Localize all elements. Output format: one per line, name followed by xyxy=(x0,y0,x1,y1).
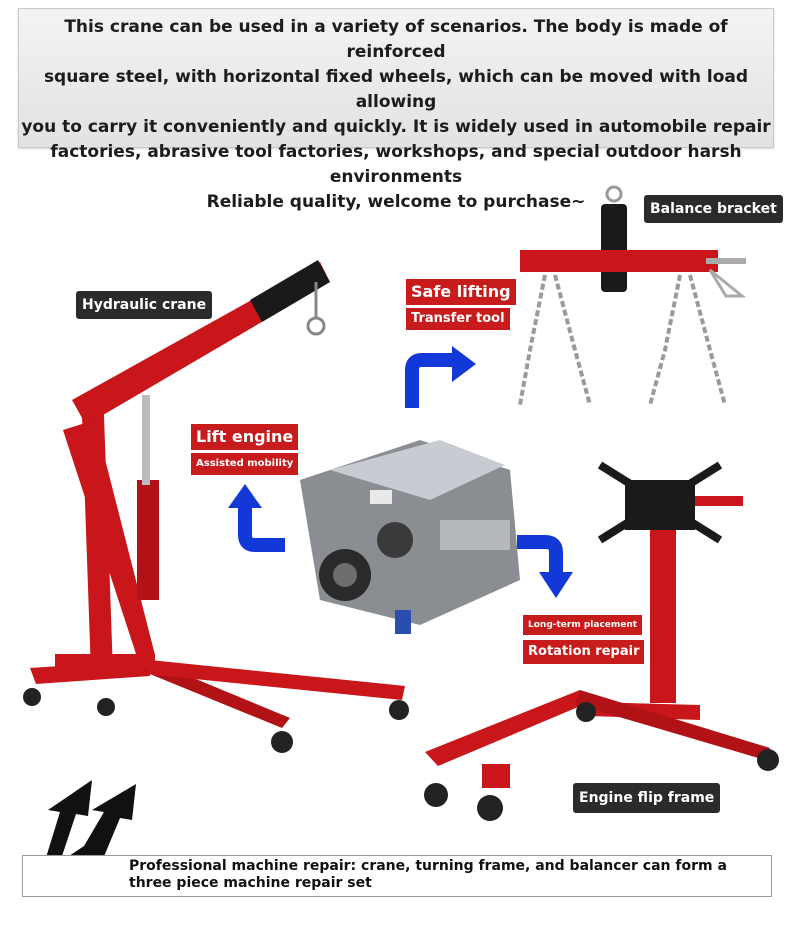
label-balance-bracket: Balance bracket xyxy=(644,195,783,223)
description-box: This crane can be used in a variety of s… xyxy=(18,8,774,212)
engine-flip-frame-image xyxy=(424,461,779,821)
label-hydraulic-crane: Hydraulic crane xyxy=(76,291,213,319)
description-line: square steel, with horizontal fixed whee… xyxy=(43,67,749,112)
label-long-term-placement: Long-term placement xyxy=(523,615,643,635)
engine-image xyxy=(300,440,520,634)
arrow-up-right-icon xyxy=(405,346,476,408)
balance-bracket-image xyxy=(518,185,747,406)
label-lift-engine: Lift engine xyxy=(191,424,299,450)
label-transfer-tool: Transfer tool xyxy=(406,308,510,330)
label-assisted-mobility: Assisted mobility xyxy=(191,453,299,475)
arrow-down-icon xyxy=(517,535,573,598)
label-engine-flip-frame: Engine flip frame xyxy=(573,783,721,813)
description-line: Reliable quality, welcome to purchase~ xyxy=(206,192,586,212)
footer-box: Professional machine repair: crane, turn… xyxy=(22,855,772,897)
description-line: you to carry it conveniently and quickly… xyxy=(21,117,771,137)
arrow-up-icon xyxy=(228,484,285,552)
hydraulic-crane-image xyxy=(23,260,409,753)
label-safe-lifting: Safe lifting xyxy=(406,279,516,305)
label-rotation-repair: Rotation repair xyxy=(523,640,645,664)
description-line: This crane can be used in a variety of s… xyxy=(64,17,728,62)
description-text: This crane can be used in a variety of s… xyxy=(19,15,773,215)
footer-text: Professional machine repair: crane, turn… xyxy=(129,858,727,891)
description-line: factories, abrasive tool factories, work… xyxy=(50,142,742,187)
